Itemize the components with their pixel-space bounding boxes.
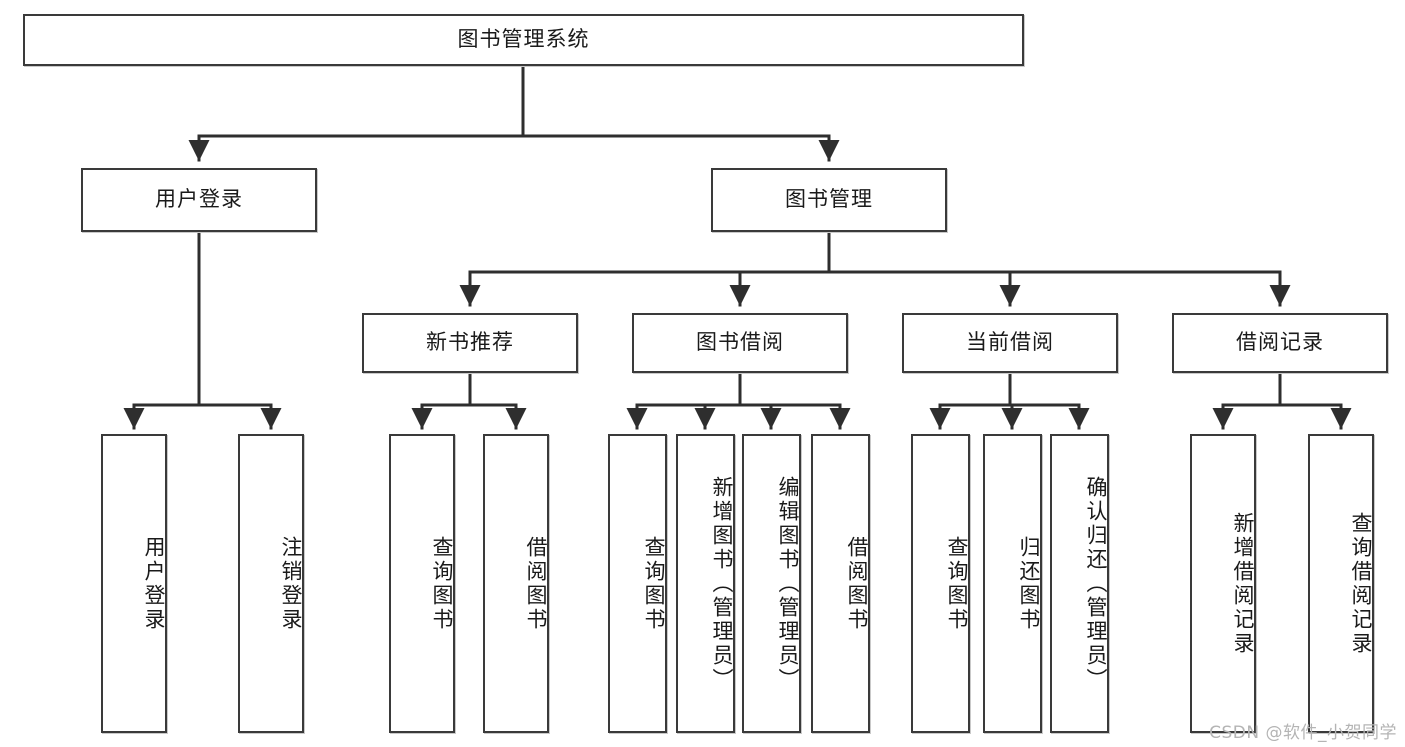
node-leaf-borrow-book[interactable]: 借阅图书	[811, 434, 870, 733]
node-leaf-borrow-book-rec-label: 借阅图书	[524, 535, 548, 632]
node-leaf-query-book-rec-label: 查询图书	[430, 535, 454, 632]
node-book-manage-label: 图书管理	[785, 187, 873, 212]
node-leaf-edit-book-admin[interactable]: 编辑图书（管理员）	[742, 434, 801, 733]
node-leaf-return-book[interactable]: 归还图书	[983, 434, 1042, 733]
node-new-book-recommend-label: 新书推荐	[426, 330, 514, 355]
node-user-login-label: 用户登录	[155, 187, 243, 212]
node-root-label: 图书管理系统	[457, 27, 590, 52]
node-leaf-user-logout[interactable]: 注销登录	[238, 434, 304, 733]
node-leaf-borrow-book-rec[interactable]: 借阅图书	[483, 434, 549, 733]
node-leaf-confirm-return-admin[interactable]: 确认归还（管理员）	[1050, 434, 1109, 733]
node-leaf-add-borrow-record-label: 新增借阅记录	[1231, 511, 1255, 656]
node-leaf-add-book-admin[interactable]: 新增图书（管理员）	[676, 434, 735, 733]
node-borrow-record-label: 借阅记录	[1236, 330, 1324, 355]
node-borrow-record[interactable]: 借阅记录	[1172, 313, 1388, 373]
csdn-watermark: CSDN @软件_小贺同学	[1209, 723, 1397, 743]
node-leaf-query-book-borrow-label: 查询图书	[642, 535, 666, 632]
node-book-borrow-label: 图书借阅	[696, 330, 784, 355]
node-leaf-borrow-book-label: 借阅图书	[845, 535, 869, 632]
node-leaf-add-borrow-record[interactable]: 新增借阅记录	[1190, 434, 1256, 733]
node-current-borrow[interactable]: 当前借阅	[902, 313, 1118, 373]
node-leaf-query-book-current[interactable]: 查询图书	[911, 434, 970, 733]
node-leaf-user-login[interactable]: 用户登录	[101, 434, 167, 733]
node-leaf-add-book-admin-label: 新增图书（管理员）	[710, 475, 734, 692]
node-leaf-user-logout-label: 注销登录	[279, 535, 303, 632]
node-user-login[interactable]: 用户登录	[81, 168, 317, 232]
node-leaf-confirm-return-admin-label: 确认归还（管理员）	[1084, 475, 1108, 692]
node-current-borrow-label: 当前借阅	[966, 330, 1054, 355]
node-leaf-query-borrow-record[interactable]: 查询借阅记录	[1308, 434, 1374, 733]
node-new-book-recommend[interactable]: 新书推荐	[362, 313, 578, 373]
node-root[interactable]: 图书管理系统	[23, 14, 1024, 66]
node-leaf-edit-book-admin-label: 编辑图书（管理员）	[776, 475, 800, 692]
node-book-borrow[interactable]: 图书借阅	[632, 313, 848, 373]
node-leaf-query-book-rec[interactable]: 查询图书	[389, 434, 455, 733]
node-leaf-return-book-label: 归还图书	[1017, 535, 1041, 632]
node-book-manage[interactable]: 图书管理	[711, 168, 947, 232]
node-leaf-user-login-label: 用户登录	[142, 535, 166, 632]
node-leaf-query-book-borrow[interactable]: 查询图书	[608, 434, 667, 733]
node-leaf-query-book-current-label: 查询图书	[945, 535, 969, 632]
node-leaf-query-borrow-record-label: 查询借阅记录	[1349, 511, 1373, 656]
